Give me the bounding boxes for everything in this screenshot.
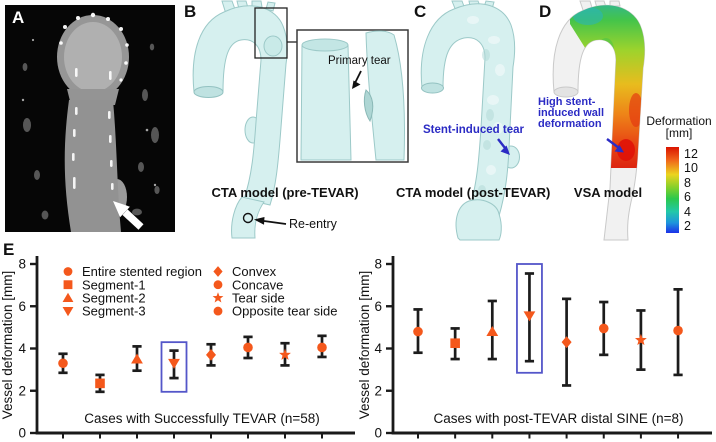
highlight-box xyxy=(160,341,188,393)
stent-texture xyxy=(467,16,505,175)
legend-label: Entire stented region xyxy=(82,264,202,279)
plot-caption: Cases with post-TEVAR distal SINE (n=8) xyxy=(434,411,684,426)
ct-small-vessels xyxy=(22,43,160,220)
ct-image xyxy=(5,5,175,232)
aorta-tube xyxy=(192,5,288,206)
marker-circle xyxy=(63,267,73,276)
panel-d-caption: VSA model xyxy=(573,185,643,200)
y-axis-label: Vessel deformation [mm] xyxy=(0,271,15,420)
cta-pre-tevar-model xyxy=(192,0,409,239)
colorbar-tick: 10 xyxy=(684,161,698,175)
panel-e-label: E xyxy=(3,240,15,259)
arrow-re-entry xyxy=(254,217,287,225)
marker-diamond xyxy=(213,266,223,277)
y-tick-label: 4 xyxy=(374,341,382,356)
marker-star xyxy=(212,292,224,303)
deformation-map xyxy=(570,5,645,168)
y-tick-label: 8 xyxy=(374,257,382,272)
inset-model xyxy=(300,30,406,161)
panel-a-label: A xyxy=(12,8,25,27)
colorbar xyxy=(666,147,679,233)
vsa-model xyxy=(552,0,646,241)
distal-aorta xyxy=(231,196,265,239)
y-tick-label: 2 xyxy=(18,383,26,398)
legend-label: Tear side xyxy=(232,291,285,306)
marker-square xyxy=(450,338,460,349)
marker-diamond xyxy=(206,348,216,361)
marker-circle xyxy=(213,306,223,316)
ascending-opening xyxy=(421,82,444,94)
marker-circle xyxy=(598,323,609,334)
distal-bulge xyxy=(455,199,502,241)
arrow-ct-finding xyxy=(113,201,144,230)
y-tick-label: 4 xyxy=(18,341,26,356)
ct-stent-dots xyxy=(59,12,129,82)
legend-label: Convex xyxy=(232,264,277,279)
primary-tear-label: Primary tear xyxy=(328,55,391,67)
y-tick-label: 6 xyxy=(374,299,382,314)
y-tick-label: 0 xyxy=(374,426,382,441)
panel-b-label: B xyxy=(184,2,197,21)
marker-triangle-down xyxy=(168,358,180,369)
colorbar-tick: 8 xyxy=(684,176,691,190)
aortic-branch xyxy=(265,1,276,12)
marker-triangle-up xyxy=(62,292,74,302)
legend-label: Segment-2 xyxy=(82,291,146,306)
arrow-stent-tear xyxy=(497,138,510,155)
marker-circle xyxy=(673,325,683,336)
colorbar-tick: 4 xyxy=(684,205,691,219)
ascending-opening xyxy=(553,86,579,98)
marker-circle xyxy=(213,280,223,290)
colorbar-title: Deformation xyxy=(646,114,712,128)
y-tick-label: 6 xyxy=(18,299,26,314)
marker-circle xyxy=(58,358,68,369)
highlight-box xyxy=(516,263,543,374)
high-deformation-label: High stent- induced wall deformation xyxy=(538,96,605,130)
colorbar-unit: [mm] xyxy=(665,126,693,140)
marker-triangle-down xyxy=(62,307,74,317)
legend-label: Segment-1 xyxy=(82,277,146,292)
colorbar-tick: 12 xyxy=(684,147,698,161)
marker-diamond xyxy=(561,336,572,349)
legend-label: Concave xyxy=(232,277,283,292)
legend-label: Opposite tear side xyxy=(232,304,338,319)
cta-post-tevar-model xyxy=(420,0,520,241)
legend-label: Segment-3 xyxy=(82,304,146,319)
arrow-primary-tear xyxy=(352,70,362,89)
re-entry-circle xyxy=(242,212,254,224)
stent-induced-tear-label: Stent-induced tear xyxy=(423,124,524,136)
marker-triangle-down xyxy=(523,311,536,322)
ct-stent-wires xyxy=(72,68,114,190)
colorbar-tick: 6 xyxy=(684,190,691,204)
y-tick-label: 2 xyxy=(374,383,382,398)
aorta-tube xyxy=(420,3,516,217)
panel-d-label: D xyxy=(539,2,552,21)
arrow-high-deformation xyxy=(606,138,624,153)
marker-circle xyxy=(243,342,253,353)
marker-triangle-up xyxy=(131,353,143,364)
marker-star xyxy=(635,333,647,346)
callout-box xyxy=(254,7,288,59)
marker-circle xyxy=(413,326,423,337)
panel-b-caption: CTA model (pre-TEVAR) xyxy=(211,185,359,200)
ascending-opening xyxy=(193,86,224,98)
panel-c-label: C xyxy=(414,2,427,21)
colorbar-tick: 2 xyxy=(684,219,691,233)
panel-c-caption: CTA model (post-TEVAR) xyxy=(396,185,551,200)
y-axis-label: Vessel deformation [mm] xyxy=(357,271,372,420)
y-tick-label: 0 xyxy=(18,426,26,441)
marker-triangle-up xyxy=(486,326,499,336)
marker-square xyxy=(95,378,105,389)
y-tick-label: 8 xyxy=(18,257,26,272)
plot-caption: Cases with Successfully TEVAR (n=58) xyxy=(84,411,319,426)
marker-circle xyxy=(317,342,327,353)
ct-vessel xyxy=(64,100,121,232)
marker-star xyxy=(279,348,291,360)
marker-square xyxy=(63,280,73,290)
re-entry-label: Re-entry xyxy=(289,217,337,231)
